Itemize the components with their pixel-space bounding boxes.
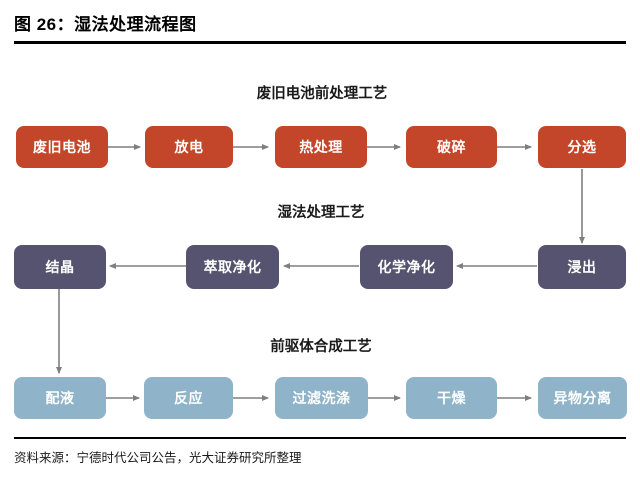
- flowchart-canvas: 废旧电池前处理工艺 废旧电池 放电 热处理 破碎 分选 湿法处理工艺 结晶 萃取…: [0, 46, 640, 434]
- source-divider-rule: [14, 437, 626, 439]
- page-title: 图 26：湿法处理流程图: [14, 15, 197, 34]
- node-label: 浸出: [567, 259, 597, 275]
- node-filtration-washing[interactable]: 过滤洗涤: [275, 377, 368, 419]
- node-sorting[interactable]: 分选: [538, 126, 626, 168]
- node-extraction-purification[interactable]: 萃取净化: [186, 245, 279, 289]
- node-label: 干燥: [437, 390, 466, 406]
- node-label: 破碎: [437, 139, 466, 155]
- node-label: 结晶: [45, 259, 75, 275]
- node-solution-preparation[interactable]: 配液: [14, 377, 106, 419]
- node-label: 过滤洗涤: [292, 390, 351, 406]
- node-drying[interactable]: 干燥: [406, 377, 497, 419]
- node-label: 分选: [567, 139, 597, 155]
- node-label: 异物分离: [553, 390, 612, 406]
- node-crystallization[interactable]: 结晶: [14, 245, 106, 289]
- section-label-hydrometallurgy: 湿法处理工艺: [277, 205, 365, 221]
- node-label: 化学净化: [377, 259, 436, 275]
- section-label-pretreatment: 废旧电池前处理工艺: [256, 86, 388, 102]
- node-label: 放电: [174, 139, 204, 155]
- node-waste-battery[interactable]: 废旧电池: [16, 126, 108, 168]
- title-divider-rule: [14, 41, 626, 44]
- node-label: 反应: [174, 390, 203, 406]
- node-leaching[interactable]: 浸出: [538, 245, 626, 289]
- section-label-precursor: 前驱体合成工艺: [270, 339, 372, 355]
- node-label: 配液: [45, 390, 75, 406]
- node-chemical-purification[interactable]: 化学净化: [360, 245, 453, 289]
- node-crushing[interactable]: 破碎: [406, 126, 497, 168]
- connector-layer: [56, 144, 585, 401]
- node-discharge[interactable]: 放电: [145, 126, 233, 168]
- figure-source: 资料来源：宁德时代公司公告，光大证券研究所整理: [14, 451, 302, 465]
- node-label: 热处理: [299, 139, 343, 155]
- node-label: 萃取净化: [203, 259, 262, 275]
- node-foreign-matter-separation[interactable]: 异物分离: [538, 377, 627, 419]
- node-thermal-treatment[interactable]: 热处理: [275, 126, 367, 168]
- node-reaction[interactable]: 反应: [144, 377, 233, 419]
- node-label: 废旧电池: [33, 139, 91, 155]
